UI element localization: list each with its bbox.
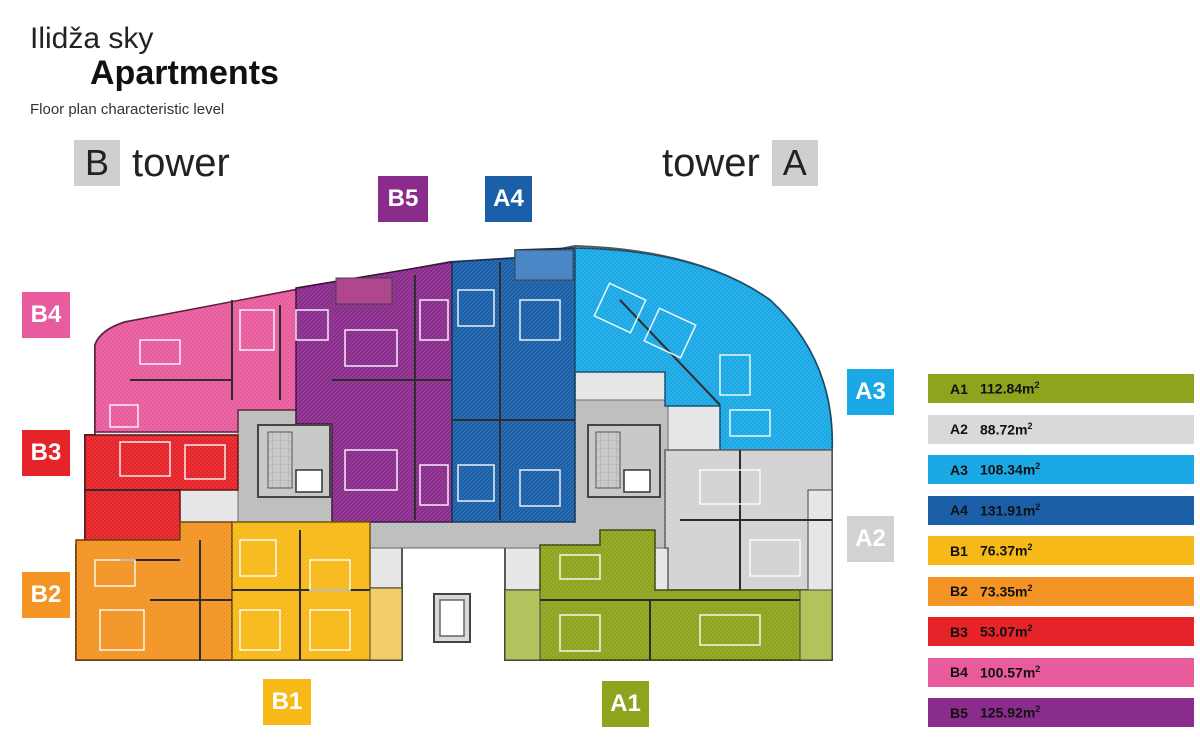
tower-a-letter: A <box>771 140 818 186</box>
legend-code: B4 <box>950 664 968 680</box>
legend-code: A4 <box>950 502 968 518</box>
unit-tag-a2: A2 <box>847 516 894 562</box>
legend-area: 88.72m2 <box>980 420 1033 438</box>
unit-tag-b2: B2 <box>22 572 70 618</box>
legend-area: 73.35m2 <box>980 582 1033 600</box>
project-subtitle: Apartments <box>90 54 279 92</box>
core-right <box>587 424 661 498</box>
legend-row-b1: B1 76.37m2 <box>928 536 1194 565</box>
legend-code: A2 <box>950 421 968 437</box>
legend-area: 100.57m2 <box>980 663 1041 681</box>
unit-tag-b5: B5 <box>378 176 428 222</box>
project-name: Ilidža sky <box>30 22 154 55</box>
unit-tag-a3: A3 <box>847 369 894 415</box>
balcony-b1 <box>369 587 403 661</box>
balcony-a4 <box>514 249 574 281</box>
balcony-a2 <box>807 489 833 591</box>
balcony-b4 <box>335 277 393 305</box>
tower-b-label: B tower <box>74 140 242 186</box>
legend-row-a3: A3 108.34m2 <box>928 455 1194 484</box>
tower-b-letter: B <box>74 140 120 186</box>
tower-a-word: tower <box>662 140 760 185</box>
legend-code: A3 <box>950 461 968 478</box>
unit-tag-a4: A4 <box>485 176 532 222</box>
legend-row-a2: A2 88.72m2 <box>928 414 1194 444</box>
legend-area: 53.07m2 <box>980 623 1033 640</box>
legend-area: 125.92m2 <box>980 704 1041 721</box>
unit-tag-b3: B3 <box>22 430 70 476</box>
legend-code: A1 <box>950 380 968 397</box>
legend-area: 131.91m2 <box>980 501 1041 519</box>
unit-tag-b1: B1 <box>263 679 311 725</box>
core-left <box>257 424 331 498</box>
legend-area: 112.84m2 <box>980 380 1040 397</box>
tower-a-label: tower A <box>650 140 818 186</box>
area-legend: A1 112.84m2 A2 88.72m2 A3 108.34m2 A4 13… <box>928 374 1194 739</box>
furniture <box>94 282 801 652</box>
legend-row-b3: B3 53.07m2 <box>928 617 1194 646</box>
balcony-a1-right <box>799 589 833 661</box>
legend-row-b4: B4 100.57m2 <box>928 657 1194 687</box>
legend-row-b2: B2 73.35m2 <box>928 576 1194 606</box>
unit-tag-b4: B4 <box>22 292 70 338</box>
legend-code: B3 <box>950 623 968 640</box>
legend-area: 76.37m2 <box>980 542 1033 559</box>
legend-code: B5 <box>950 704 968 721</box>
legend-row-a4: A4 131.91m2 <box>928 495 1194 525</box>
plan-caption: Floor plan characteristic level <box>30 101 225 118</box>
tower-b-word: tower <box>132 140 230 185</box>
unit-tag-a1: A1 <box>602 681 649 727</box>
legend-code: B1 <box>950 542 968 559</box>
legend-row-b5: B5 125.92m2 <box>928 698 1194 727</box>
balcony-a1 <box>504 589 541 661</box>
legend-code: B2 <box>950 583 968 599</box>
legend-area: 108.34m2 <box>980 461 1041 478</box>
courtyard-shaft <box>433 593 471 643</box>
legend-row-a1: A1 112.84m2 <box>928 374 1194 403</box>
